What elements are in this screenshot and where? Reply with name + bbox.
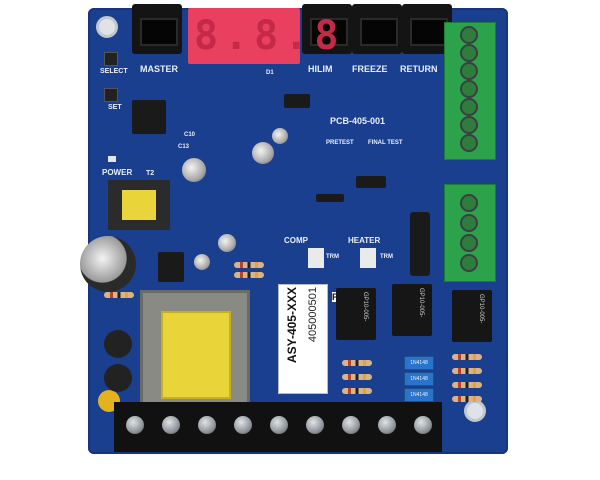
capacitor xyxy=(104,330,132,358)
label-select: SELECT xyxy=(100,68,128,75)
screw-icon xyxy=(460,80,478,98)
screw-icon xyxy=(460,214,478,232)
terminal xyxy=(154,406,188,446)
screw-icon xyxy=(378,416,396,434)
resistor xyxy=(234,262,264,268)
mounting-hole xyxy=(96,16,118,38)
diode-component: 1N4148 xyxy=(404,372,434,386)
screw-icon xyxy=(460,194,478,212)
sticker-serial: 405000501 xyxy=(307,287,319,343)
label-trm: TRM xyxy=(326,254,339,260)
screw-icon xyxy=(460,98,478,116)
ic-chip xyxy=(316,194,344,202)
label-trm: TRM xyxy=(380,254,393,260)
capacitor xyxy=(218,234,236,252)
diode-component: 1N4148 xyxy=(404,388,434,402)
screw-icon xyxy=(460,254,478,272)
label-d1: D1 xyxy=(266,70,274,76)
screw-icon xyxy=(460,62,478,80)
main-transformer xyxy=(140,290,250,420)
terminal xyxy=(190,406,224,446)
resistor xyxy=(452,354,482,360)
black-terminal-strip xyxy=(114,402,442,452)
relay: GP10-005- xyxy=(336,288,376,340)
display-digits: 8.8.8 xyxy=(194,13,345,59)
capacitor xyxy=(104,364,132,392)
microcontroller-chip xyxy=(132,100,166,134)
pcb-part-number: PCB-405-001 xyxy=(330,116,386,126)
relay: GP10-005- xyxy=(452,290,492,342)
label-t2: T2 xyxy=(146,170,155,177)
relay-label: GP10-005- xyxy=(478,294,484,324)
label-power: POWER xyxy=(102,168,133,177)
rj-jack-freeze xyxy=(352,4,402,54)
label-freeze: FREEZE xyxy=(352,64,388,74)
resistor xyxy=(452,382,482,388)
resistor xyxy=(452,368,482,374)
diode-component: 1N4148 xyxy=(404,356,434,370)
screw-icon xyxy=(460,26,478,44)
relay-label: GP10-005- xyxy=(418,288,424,318)
screw-icon xyxy=(198,416,216,434)
label-pretest: PRETEST xyxy=(326,140,354,146)
label-final-test: FINAL TEST xyxy=(368,140,403,146)
circuit-board: 8.8.8 MASTER HILIM FREEZE RETURN SELECT … xyxy=(80,4,508,454)
screw-icon xyxy=(460,44,478,62)
select-button[interactable] xyxy=(104,52,118,66)
terminal xyxy=(118,406,152,446)
board-sticker: 405000501 ASY-405-XXX xyxy=(278,284,328,394)
power-led xyxy=(108,156,116,162)
screw-icon xyxy=(270,416,288,434)
label-return: RETURN xyxy=(400,64,438,74)
resistor xyxy=(104,292,134,298)
label-c13: C13 xyxy=(178,144,190,150)
resistor xyxy=(342,388,372,394)
screw-icon xyxy=(234,416,252,434)
resistor xyxy=(234,272,264,278)
terminal xyxy=(262,406,296,446)
terminal xyxy=(298,406,332,446)
ic-chip xyxy=(356,176,386,188)
capacitor xyxy=(252,142,274,164)
label-heater: HEATER xyxy=(348,236,381,245)
ic-chip xyxy=(284,94,310,108)
rj-jack-master xyxy=(132,4,182,54)
screw-icon xyxy=(460,116,478,134)
jumper-block xyxy=(360,248,376,268)
relay: GP10-005- xyxy=(392,284,432,336)
screw-icon xyxy=(342,416,360,434)
sticker-assembly: ASY-405-XXX xyxy=(285,287,299,364)
screw-icon xyxy=(126,416,144,434)
screw-icon xyxy=(460,234,478,252)
rj-jack-hilim xyxy=(302,4,352,54)
screw-icon xyxy=(306,416,324,434)
screw-icon xyxy=(162,416,180,434)
seven-segment-display: 8.8.8 xyxy=(188,8,345,64)
set-button[interactable] xyxy=(104,88,118,102)
mounting-hole xyxy=(464,400,486,422)
relay-label: GP10-005- xyxy=(362,292,368,322)
diode-black xyxy=(410,212,430,276)
resistor xyxy=(452,396,482,402)
label-master: MASTER xyxy=(140,64,178,74)
terminal xyxy=(406,406,440,446)
jumper-block xyxy=(308,248,324,268)
label-c10: C10 xyxy=(184,132,196,138)
label-comp: COMP xyxy=(284,236,308,245)
screw-icon xyxy=(460,134,478,152)
screw-icon xyxy=(414,416,432,434)
terminal xyxy=(334,406,368,446)
capacitor xyxy=(194,254,210,270)
transformer-t2 xyxy=(108,180,170,230)
resistor xyxy=(342,374,372,380)
terminal xyxy=(226,406,260,446)
capacitor xyxy=(182,158,206,182)
label-set: SET xyxy=(108,104,122,111)
terminal xyxy=(370,406,404,446)
resistor xyxy=(342,360,372,366)
capacitor xyxy=(272,128,288,144)
large-capacitor xyxy=(80,236,136,292)
label-hilim: HILIM xyxy=(308,64,333,74)
ic-chip xyxy=(158,252,184,282)
